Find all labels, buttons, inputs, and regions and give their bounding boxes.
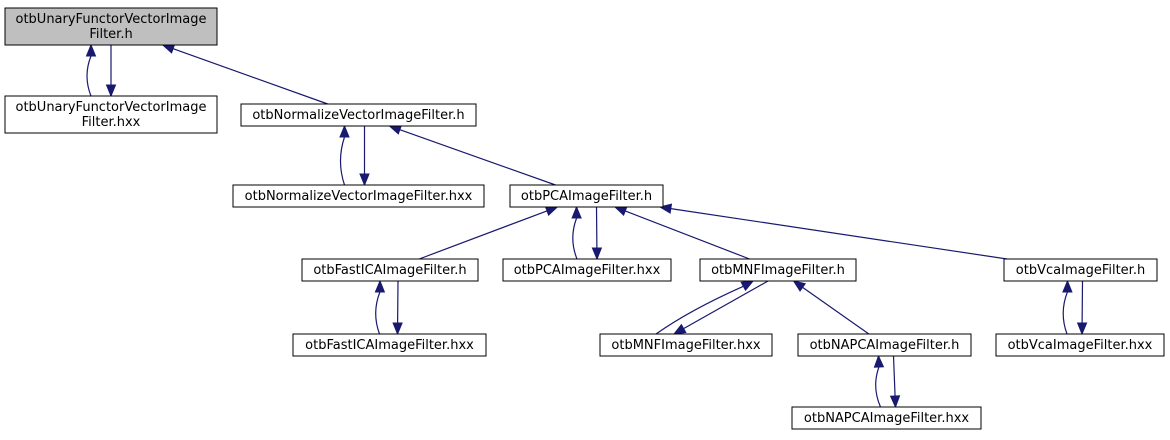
node-label: otbPCAImageFilter.hxx — [514, 263, 661, 278]
node-label: otbVcaImageFilter.h — [1016, 263, 1145, 278]
arrowhead-icon — [339, 124, 350, 138]
edge-napca-h-to-napca-hxx — [892, 355, 896, 397]
node-box — [791, 406, 982, 430]
arrowhead-icon — [359, 173, 370, 187]
node-normalize-hxx[interactable]: otbNormalizeVectorImageFilter.hxx — [232, 184, 485, 208]
edge-mnf-h-to-mnf-hxx — [683, 280, 769, 330]
node-label: otbNAPCAImageFilter.h — [810, 338, 960, 353]
node-pca-h[interactable]: otbPCAImageFilter.h — [509, 184, 664, 208]
edge-normalize-h-to-unary-h — [172, 48, 328, 105]
arrowhead-icon — [1062, 279, 1073, 293]
node-label: otbUnaryFunctorVectorImage — [16, 100, 207, 115]
node-label: otbUnaryFunctorVectorImage — [16, 12, 207, 27]
arrowhead-icon — [544, 206, 559, 216]
node-box — [599, 333, 773, 357]
node-label: otbFastICAImageFilter.hxx — [305, 338, 474, 353]
node-mnf-h[interactable]: otbMNFImageFilter.h — [699, 258, 857, 282]
edges-layer — [85, 43, 1088, 409]
node-label: otbVcaImageFilter.hxx — [1008, 338, 1153, 353]
arrowhead-icon — [392, 322, 403, 336]
node-box — [240, 103, 477, 127]
node-label: otbNormalizeVectorImageFilter.h — [252, 108, 464, 123]
node-label: Filter.hxx — [82, 115, 141, 130]
arrowhead-icon — [740, 280, 755, 292]
arrowhead-icon — [889, 395, 901, 409]
node-label: otbFastICAImageFilter.h — [313, 263, 466, 278]
node-box — [232, 184, 485, 208]
arrowhead-icon — [591, 247, 603, 261]
node-napca-hxx[interactable]: otbNAPCAImageFilter.hxx — [791, 406, 982, 430]
edge-mnf-h-to-pca-h — [625, 210, 750, 260]
node-box — [509, 184, 664, 208]
arrowhead-icon — [613, 206, 628, 217]
arrowhead-icon — [571, 205, 582, 219]
node-box — [301, 258, 479, 282]
node-box — [502, 258, 672, 282]
edge-vca-hxx-to-vca-h — [1062, 291, 1068, 335]
node-normalize-h[interactable]: otbNormalizeVectorImageFilter.h — [240, 103, 477, 127]
edge-pca-hxx-to-pca-h — [572, 217, 578, 260]
edge-napca-hxx-to-napca-h — [875, 366, 882, 408]
node-vca-hxx[interactable]: otbVcaImageFilter.hxx — [995, 333, 1165, 357]
arrowhead-icon — [85, 43, 97, 57]
node-label: otbPCAImageFilter.h — [521, 189, 652, 204]
arrowhead-icon — [1076, 322, 1088, 336]
edge-vca-h-to-pca-h — [670, 208, 1008, 260]
node-label: otbNormalizeVectorImageFilter.hxx — [245, 189, 473, 204]
arrowhead-icon — [374, 279, 386, 293]
edge-pca-h-to-normalize-h — [399, 129, 556, 186]
arrowhead-icon — [672, 323, 687, 335]
node-pca-hxx[interactable]: otbPCAImageFilter.hxx — [502, 258, 672, 282]
node-label: otbMNFImageFilter.hxx — [611, 338, 761, 353]
node-box — [4, 95, 218, 134]
node-label: Filter.h — [89, 27, 132, 42]
edge-napca-h-to-mnf-h — [802, 286, 870, 335]
edge-normalize-hxx-to-normalize-h — [339, 136, 346, 186]
node-vca-h[interactable]: otbVcaImageFilter.h — [1003, 258, 1158, 282]
arrowhead-icon — [873, 354, 885, 368]
node-label: otbNAPCAImageFilter.hxx — [804, 411, 970, 426]
arrowhead-icon — [161, 43, 176, 54]
node-box — [797, 333, 972, 357]
nodes-layer: otbUnaryFunctorVectorImageFilter.hotbUna… — [4, 7, 1165, 430]
node-fastica-hxx[interactable]: otbFastICAImageFilter.hxx — [292, 333, 487, 357]
node-napca-h[interactable]: otbNAPCAImageFilter.h — [797, 333, 972, 357]
node-box — [4, 7, 218, 46]
edge-fastica-h-to-pca-h — [418, 210, 548, 260]
arrowhead-icon — [105, 84, 117, 98]
edge-fastica-hxx-to-fastica-h — [375, 291, 381, 335]
node-box — [699, 258, 857, 282]
node-box — [292, 333, 487, 357]
edge-unary-hxx-to-unary-h — [86, 55, 92, 97]
node-label: otbMNFImageFilter.h — [711, 263, 845, 278]
node-fastica-h[interactable]: otbFastICAImageFilter.h — [301, 258, 479, 282]
node-box — [1003, 258, 1158, 282]
arrowhead-icon — [388, 124, 403, 135]
node-mnf-hxx[interactable]: otbMNFImageFilter.hxx — [599, 333, 773, 357]
edge-mnf-hxx-to-mnf-h — [655, 285, 744, 335]
arrowhead-icon — [792, 280, 807, 292]
node-box — [995, 333, 1165, 357]
